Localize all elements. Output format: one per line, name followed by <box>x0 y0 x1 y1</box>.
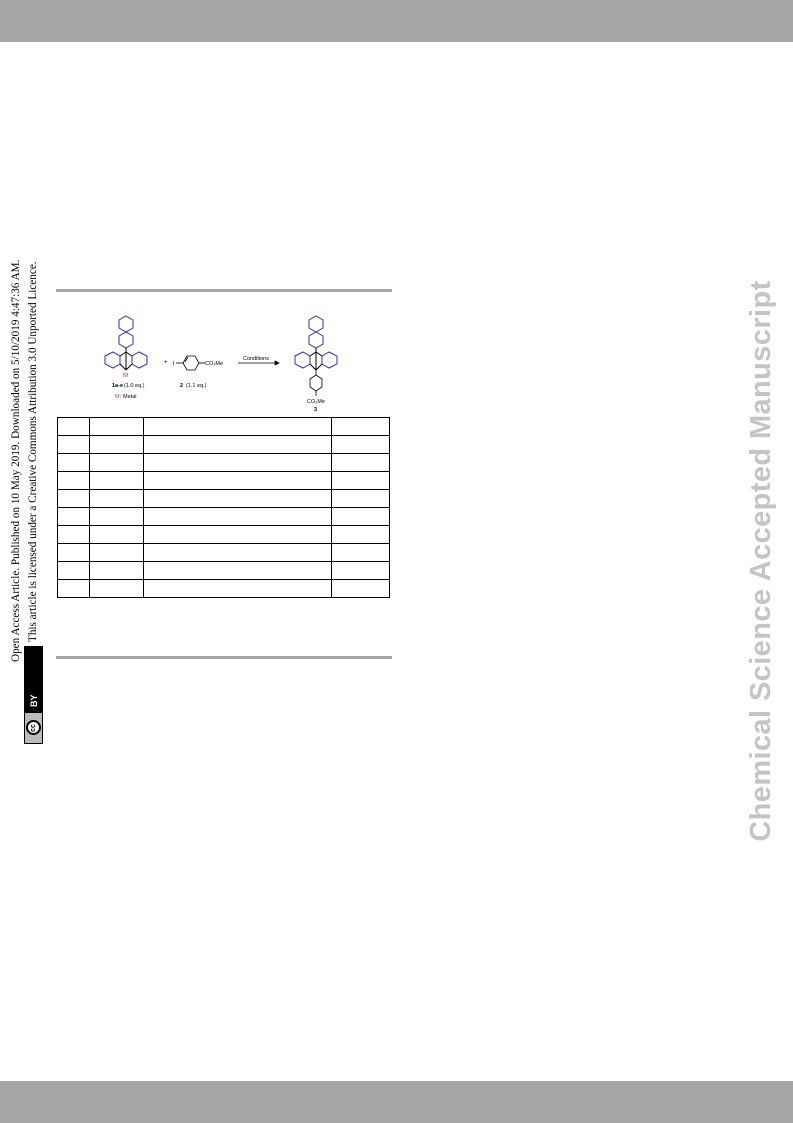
table-cell <box>331 507 390 526</box>
table-cell <box>331 543 390 562</box>
accepted-manuscript-watermark: Chemical Science Accepted Manuscript <box>745 280 777 842</box>
table-cell <box>57 579 90 598</box>
reagent-ester-group: CO₂Me <box>205 361 223 367</box>
licence-notice[interactable]: This article is licensed under a Creativ… <box>27 261 39 642</box>
table-cell <box>88 525 144 544</box>
product-aryl-ring <box>309 370 323 396</box>
reactant-1-eq: (1.0 eq.) <box>124 383 145 389</box>
table-row <box>57 579 390 598</box>
metal-legend-symbol: M <box>115 394 120 400</box>
table-cell <box>57 471 90 490</box>
top-rule <box>56 289 392 292</box>
reactant-2-id: 2 <box>180 383 183 389</box>
table-cell <box>57 561 90 580</box>
table-cell <box>331 579 390 598</box>
reactant-1-id: 1a-e <box>112 383 123 389</box>
table-cell <box>57 417 90 436</box>
metal-legend-text: : Metal <box>120 394 137 400</box>
bottom-rule <box>56 656 392 659</box>
table-cell <box>142 507 333 526</box>
table-cell <box>331 489 390 508</box>
table-row <box>57 471 390 490</box>
table-row <box>57 435 390 454</box>
table-row <box>57 453 390 472</box>
table-cell <box>88 417 144 436</box>
table-cell <box>57 453 90 472</box>
product-ester-group: CO₂Me <box>307 399 325 405</box>
table-cell <box>88 507 144 526</box>
footer-band <box>0 1081 793 1123</box>
product-id: 3 <box>314 407 317 413</box>
arrow-label: Conditions <box>243 356 269 362</box>
table-cell <box>88 435 144 454</box>
table-cell <box>142 579 333 598</box>
by-label: BY <box>28 694 39 707</box>
table-row <box>57 561 390 580</box>
results-table <box>57 417 390 598</box>
table-cell <box>331 453 390 472</box>
table-cell <box>88 453 144 472</box>
cc-icon: cc <box>25 713 42 743</box>
reaction-arrow <box>238 360 280 366</box>
table-row <box>57 525 390 544</box>
table-cell <box>331 561 390 580</box>
table-row <box>57 489 390 508</box>
table-cell <box>331 525 390 544</box>
open-access-notice: cc BY Open Access Article. Published on … <box>6 260 46 744</box>
table-cell <box>88 489 144 508</box>
table-cell <box>142 489 333 508</box>
table-cell <box>88 543 144 562</box>
table-cell <box>88 471 144 490</box>
header-band <box>0 0 793 42</box>
table-cell <box>57 543 90 562</box>
iodo-label: I <box>173 361 175 367</box>
aryl-iodide-ring <box>176 355 205 371</box>
table-cell <box>88 579 144 598</box>
triptycene-structure-1 <box>104 315 148 371</box>
table-cell <box>142 471 333 490</box>
publication-notice[interactable]: Open Access Article. Published on 10 May… <box>10 259 22 662</box>
table-row <box>57 543 390 562</box>
table-cell <box>142 453 333 472</box>
table-cell <box>331 435 390 454</box>
reactant-2-eq: (1.1 eq.) <box>186 383 207 389</box>
plus-sign: + <box>164 360 168 366</box>
table-row <box>57 417 390 436</box>
triptycene-structure-product <box>294 315 338 371</box>
table-cell <box>57 489 90 508</box>
table-cell <box>57 507 90 526</box>
table-cell <box>331 471 390 490</box>
table-cell <box>142 561 333 580</box>
cc-by-badge[interactable]: cc BY <box>24 646 43 744</box>
reaction-scheme: M 1a-e (1.0 eq.) M : Metal + I CO₂Me 2 (… <box>104 315 338 413</box>
table-cell <box>142 417 333 436</box>
table-cell <box>57 435 90 454</box>
table-row <box>57 507 390 526</box>
table-cell <box>142 435 333 454</box>
table-cell <box>88 561 144 580</box>
table-cell <box>142 525 333 544</box>
metal-symbol: M <box>123 373 128 379</box>
table-cell <box>331 417 390 436</box>
table-cell <box>142 543 333 562</box>
table-cell <box>57 525 90 544</box>
